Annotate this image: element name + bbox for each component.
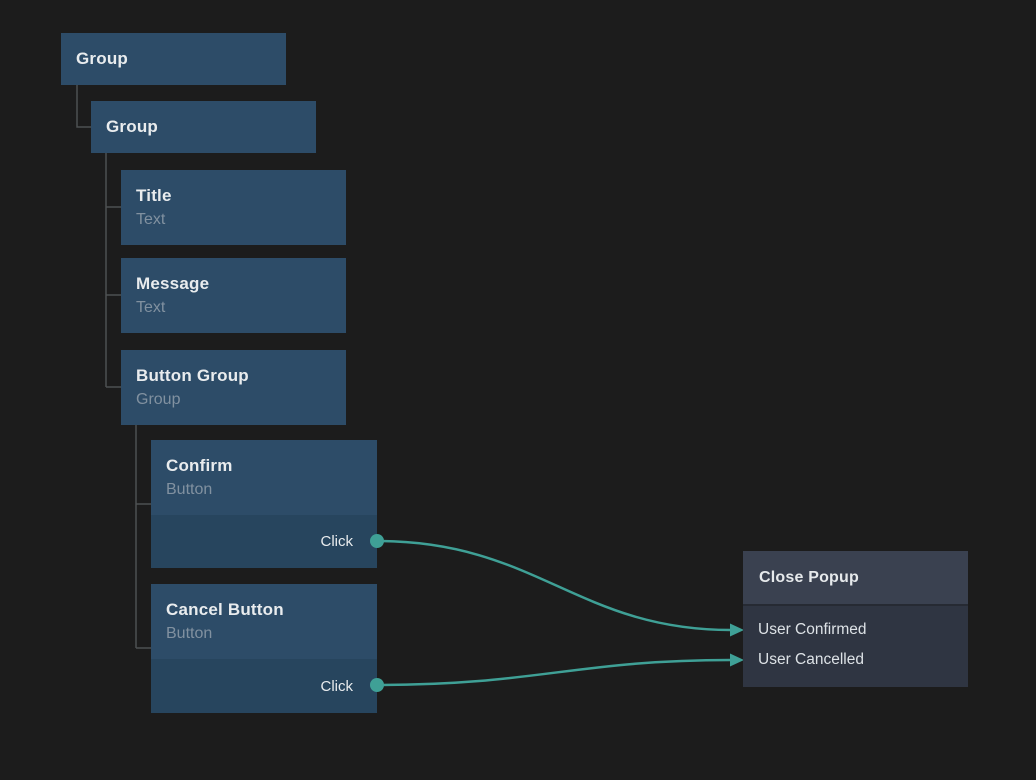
node-label: Button Group bbox=[136, 364, 346, 388]
action-node-close-popup[interactable]: Close Popup User Confirmed User Cancelle… bbox=[743, 551, 968, 687]
node-type-label: Text bbox=[136, 296, 346, 319]
node-header: Button Group Group bbox=[121, 350, 346, 411]
tree-node-root-group[interactable]: Group bbox=[61, 33, 286, 85]
tree-connector-root-to-group bbox=[77, 84, 91, 127]
node-label: Cancel Button bbox=[166, 598, 377, 622]
action-node-inputs: User Confirmed User Cancelled bbox=[743, 606, 968, 687]
event-label: Click bbox=[321, 678, 354, 695]
node-header: Message Text bbox=[121, 258, 346, 319]
node-label: Confirm bbox=[166, 454, 377, 478]
tree-node-button-group[interactable]: Button Group Group bbox=[121, 350, 346, 425]
tree-connector-buttongroup-to-children bbox=[136, 424, 151, 648]
wire-cancel-click-to-user-cancelled[interactable] bbox=[377, 660, 731, 685]
node-header: Cancel Button Button bbox=[151, 584, 377, 659]
node-header: Title Text bbox=[121, 170, 346, 231]
tree-node-message[interactable]: Message Text bbox=[121, 258, 346, 333]
tree-node-confirm[interactable]: Confirm Button Click bbox=[151, 440, 377, 568]
node-label: Group bbox=[106, 115, 158, 139]
input-row-user-cancelled[interactable]: User Cancelled bbox=[743, 645, 968, 675]
event-label: Click bbox=[321, 533, 354, 550]
input-row-user-confirmed[interactable]: User Confirmed bbox=[743, 615, 968, 645]
tree-node-child-group[interactable]: Group bbox=[91, 101, 316, 153]
cancel-click-event-row: Click bbox=[151, 659, 377, 713]
node-type-label: Group bbox=[136, 388, 346, 411]
node-label: Message bbox=[136, 272, 346, 296]
node-type-label: Button bbox=[166, 478, 377, 501]
confirm-click-output-port[interactable] bbox=[370, 534, 384, 548]
tree-node-cancel-button[interactable]: Cancel Button Button Click bbox=[151, 584, 377, 713]
node-label: Group bbox=[76, 47, 128, 71]
node-type-label: Text bbox=[136, 208, 346, 231]
tree-connector-group-to-children bbox=[106, 153, 121, 387]
arrowhead-user-cancelled-icon bbox=[730, 654, 744, 667]
node-label: Title bbox=[136, 184, 346, 208]
cancel-click-output-port[interactable] bbox=[370, 678, 384, 692]
wire-confirm-click-to-user-confirmed[interactable] bbox=[377, 541, 731, 630]
node-type-label: Button bbox=[166, 622, 377, 645]
node-header: Confirm Button bbox=[151, 440, 377, 515]
arrowhead-user-confirmed-icon bbox=[730, 624, 744, 637]
confirm-click-event-row: Click bbox=[151, 515, 377, 568]
tree-node-title[interactable]: Title Text bbox=[121, 170, 346, 245]
action-node-title[interactable]: Close Popup bbox=[743, 551, 968, 604]
